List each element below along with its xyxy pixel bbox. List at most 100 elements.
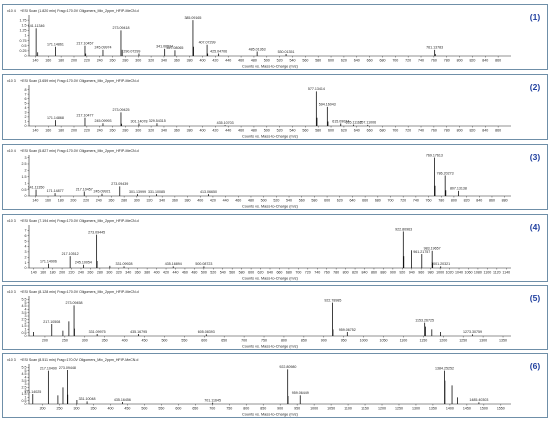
y-tick-label: 3.5 [22, 379, 27, 383]
spectrum-chart-2: x10 3+ESI Scan (3.659 min) Frag=170.0V O… [7, 79, 540, 139]
peak-label: 1384.25252 [435, 366, 454, 370]
y-tick-label: 1.5 [22, 392, 27, 396]
x-tick-label: 620 [337, 199, 343, 203]
x-axis-label: Counts vs. Mass-to-Charge (m/z) [242, 205, 299, 209]
x-tick-label: 520 [210, 271, 216, 275]
y-tick-label: 1 [25, 396, 27, 400]
y-tick-label: 0 [25, 334, 27, 338]
x-tick-label: 400 [107, 407, 113, 411]
x-tick-label: 680 [379, 129, 385, 133]
peak-label: 615.09024 [332, 119, 349, 123]
x-tick-label: 480 [248, 199, 254, 203]
peak-label: 1153.26725 [415, 318, 434, 322]
x-tick-label: 740 [418, 129, 424, 133]
x-tick-label: 200 [59, 271, 65, 275]
x-tick-label: 700 [241, 339, 247, 343]
peak-label: 217.10457 [76, 187, 93, 191]
peak-label: 485.01363 [249, 47, 266, 51]
peak-label: 435.16456 [114, 398, 131, 402]
x-tick-label: 200 [70, 199, 76, 203]
peak-label: 273.09439 [111, 182, 128, 186]
peak-label: 530.01351 [278, 50, 295, 54]
peak-label: 1001.20321 [431, 262, 450, 266]
x-tick-label: 460 [238, 59, 244, 63]
y-tick-label: 1 [25, 120, 27, 124]
x-tick-label: 560 [299, 199, 305, 203]
x-tick-label: 160 [45, 59, 51, 63]
peak-label: 171.14868 [47, 116, 64, 120]
x-tick-label: 660 [367, 59, 373, 63]
x-tick-label: 220 [84, 129, 90, 133]
scan-header: +ESI Scan (8.511 min) Frag=170.0V Oligom… [20, 358, 138, 362]
intensity-multiplier: x10 4 [7, 149, 16, 153]
spectrum-panel-3: x10 4+ESI Scan (5.827 min) Frag=170.0V O… [2, 144, 548, 210]
x-tick-label: 950 [341, 339, 347, 343]
x-tick-label: 840 [482, 129, 488, 133]
intensity-multiplier: x10 3 [7, 219, 16, 223]
x-tick-label: 220 [69, 271, 75, 275]
peak-label: 217.10477 [76, 114, 93, 118]
x-tick-label: 700 [392, 59, 398, 63]
x-tick-label: 850 [301, 339, 307, 343]
x-tick-label: 400 [200, 59, 206, 63]
x-tick-label: 360 [174, 59, 180, 63]
x-tick-label: 820 [469, 129, 475, 133]
x-tick-label: 240 [78, 271, 84, 275]
x-tick-label: 1150 [419, 339, 427, 343]
peak-label: 385.09165 [184, 16, 201, 20]
x-tick-label: 300 [135, 129, 141, 133]
x-tick-label: 520 [273, 199, 279, 203]
y-tick-label: 0.5 [22, 331, 27, 335]
x-tick-label: 740 [418, 59, 424, 63]
x-tick-label: 800 [343, 271, 349, 275]
x-tick-label: 220 [84, 59, 90, 63]
peak-label: 635.11112 [346, 120, 362, 124]
x-tick-label: 460 [235, 199, 241, 203]
peak-label: 959.06449 [292, 391, 309, 395]
x-tick-label: 480 [191, 271, 197, 275]
y-tick-label: 2 [25, 321, 27, 325]
x-tick-label: 1120 [493, 271, 501, 275]
x-tick-label: 560 [302, 59, 308, 63]
x-tick-label: 440 [223, 199, 229, 203]
y-tick-label: 7 [25, 229, 27, 233]
y-tick-label: 4.5 [22, 372, 27, 376]
x-tick-label: 300 [106, 271, 112, 275]
y-tick-label: 0.5 [22, 44, 27, 48]
x-tick-label: 800 [457, 59, 463, 63]
y-tick-label: 0.5 [22, 188, 27, 192]
peak-label: 217.10512 [62, 252, 79, 256]
spectrum-chart-5: x10 3+ESI Scan (8.128 min) Frag=170.0V O… [7, 290, 540, 349]
x-tick-label: 340 [161, 129, 167, 133]
x-tick-label: 350 [90, 407, 96, 411]
x-tick-label: 560 [302, 129, 308, 133]
peak-label: 657.11006 [359, 121, 376, 125]
x-tick-label: 750 [226, 407, 232, 411]
x-tick-label: 250 [62, 339, 68, 343]
x-tick-label: 500 [261, 199, 267, 203]
spectrum-panel-2: x10 3+ESI Scan (3.659 min) Frag=170.0V O… [2, 74, 548, 140]
y-tick-label: 8 [25, 88, 27, 92]
peak-label: 245.10054 [75, 261, 92, 265]
x-tick-label: 860 [495, 129, 501, 133]
peak-label: 357.08065 [166, 46, 183, 50]
peak-label: 273.09425 [112, 108, 129, 112]
x-tick-label: 550 [181, 339, 187, 343]
x-tick-label: 560 [229, 271, 235, 275]
x-tick-label: 840 [476, 199, 482, 203]
x-tick-label: 720 [305, 271, 311, 275]
x-tick-label: 360 [174, 129, 180, 133]
x-tick-label: 960 [418, 271, 424, 275]
x-tick-label: 760 [431, 129, 437, 133]
x-tick-label: 1450 [463, 407, 471, 411]
x-tick-label: 400 [154, 271, 160, 275]
x-tick-label: 700 [392, 129, 398, 133]
x-tick-label: 540 [289, 59, 295, 63]
x-tick-label: 1100 [400, 339, 408, 343]
x-tick-label: 140 [31, 271, 37, 275]
x-tick-label: 750 [261, 339, 267, 343]
y-tick-label: 0 [25, 194, 27, 198]
peak-label: 273.09458 [66, 301, 83, 305]
x-tick-label: 540 [220, 271, 226, 275]
